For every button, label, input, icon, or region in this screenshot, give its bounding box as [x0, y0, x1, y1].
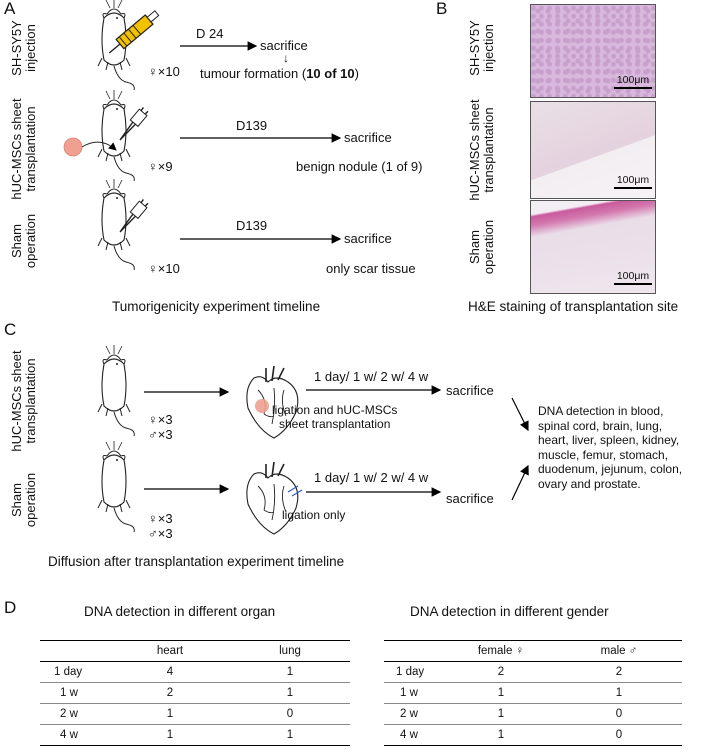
scalebar-b2: 100μm [614, 174, 652, 189]
gender-table: female ♀ male ♂ 1 day 2 2 1 w 1 1 2 w 1 … [384, 640, 682, 746]
table-row: 1 day 4 1 [40, 662, 350, 683]
organ-table-header: lung [279, 645, 301, 657]
group-label-c2: Sham operation [9, 472, 38, 528]
endpoint-a2: sacrifice [344, 130, 392, 145]
table-row: 4 w 1 1 [60, 729, 294, 741]
outcome-a3: only scar tissue [326, 261, 416, 276]
panel-letter-a: A [4, 0, 16, 18]
gender-table-title: DNA detection in different gender [410, 604, 609, 619]
day-label-a1: D 24 [196, 26, 224, 41]
histology-image-b1 [530, 4, 656, 98]
mouse-icon-a2 [97, 89, 135, 182]
group-label-a1: SH-SY5Y injection [9, 20, 38, 76]
endpoint-c2: sacrifice [446, 491, 494, 506]
organ-table-header: heart [156, 645, 184, 657]
endpoint-c1: sacrifice [446, 383, 494, 398]
gender-table-header: female ♀ [477, 645, 525, 657]
table-row: 4 w 1 0 [400, 729, 623, 741]
organ-table: heart lung 1 day 4 1 1 w 2 1 2 w 1 0 4 w… [40, 640, 350, 746]
count-c2: ♀×3 ♂×3 [148, 511, 173, 541]
procedure-c1: ligation and hUC-MSCs sheet transplantat… [272, 403, 398, 431]
table-row: 1 day 2 2 [384, 662, 682, 683]
panel-letter-c: C [4, 320, 17, 339]
histo-label-b1: SH-SY5Y injection [467, 20, 496, 76]
scalebar-b1: 100μm [614, 74, 652, 89]
table-row: 1 w 2 1 [40, 683, 350, 704]
histo-label-b2: hUC-MSCs sheet transplantation [467, 99, 496, 201]
outcome-a1: tumour formation (10 of 10) [200, 66, 359, 81]
caption-a: Tumorigenicity experiment timeline [112, 299, 321, 314]
gender-table-header: male ♂ [600, 645, 638, 657]
group-label-a2: hUC-MSCs sheet transplantation [9, 98, 38, 200]
timepoints-c2: 1 day/ 1 w/ 2 w/ 4 w [314, 470, 429, 485]
scalebar-b3: 100μm [614, 270, 652, 285]
day-label-a3: D139 [236, 218, 268, 233]
count-a3: ♀×10 [148, 261, 180, 276]
caption-c: Diffusion after transplantation experime… [48, 554, 345, 569]
panel-letter-d: D [4, 598, 17, 617]
tweezers-icon-2 [119, 199, 149, 233]
gender-table-header [384, 641, 446, 662]
timepoints-c1: 1 day/ 1 w/ 2 w/ 4 w [314, 369, 429, 384]
group-label-c1: hUC-MSCs sheet transplantation [9, 350, 38, 452]
count-a1: ♀×10 [148, 64, 180, 79]
panel-letter-b: B [436, 0, 448, 18]
endpoint-a1: sacrifice [260, 38, 308, 53]
histo-label-b3: Sham operation [467, 219, 496, 275]
count-c1: ♀×3 ♂×3 [148, 412, 173, 442]
procedure-c2: ligation only [282, 508, 346, 522]
table-row: 2 w 1 0 [384, 704, 682, 725]
mouse-icon-c2 [97, 440, 135, 533]
table-row: 1 w 1 1 [384, 683, 682, 704]
arrow-down-a1: ↓ [283, 51, 289, 65]
heart-icon-2 [246, 461, 299, 535]
endpoint-a3: sacrifice [344, 231, 392, 246]
day-label-a2: D139 [236, 118, 268, 133]
table-row: 2 w 1 0 [40, 704, 350, 725]
caption-b: H&E staining of transplantation site [468, 299, 679, 314]
cell-sheet-icon [63, 137, 83, 157]
tweezers-icon-1 [119, 107, 149, 141]
detection-text: DNA detection in blood, spinal cord, bra… [538, 404, 683, 491]
syringe-icon [108, 10, 160, 54]
mouse-icon-a3 [97, 178, 135, 271]
organ-table-title: DNA detection in different organ [84, 604, 276, 619]
histology-image-b2 [530, 101, 656, 199]
mouse-icon-c1 [97, 344, 135, 437]
histology-image-b3 [530, 200, 656, 294]
outcome-a2: benign nodule (1 of 9) [296, 159, 423, 174]
organ-table-header [40, 641, 110, 662]
group-label-a3: Sham operation [9, 213, 38, 269]
count-a2: ♀×9 [148, 159, 173, 174]
